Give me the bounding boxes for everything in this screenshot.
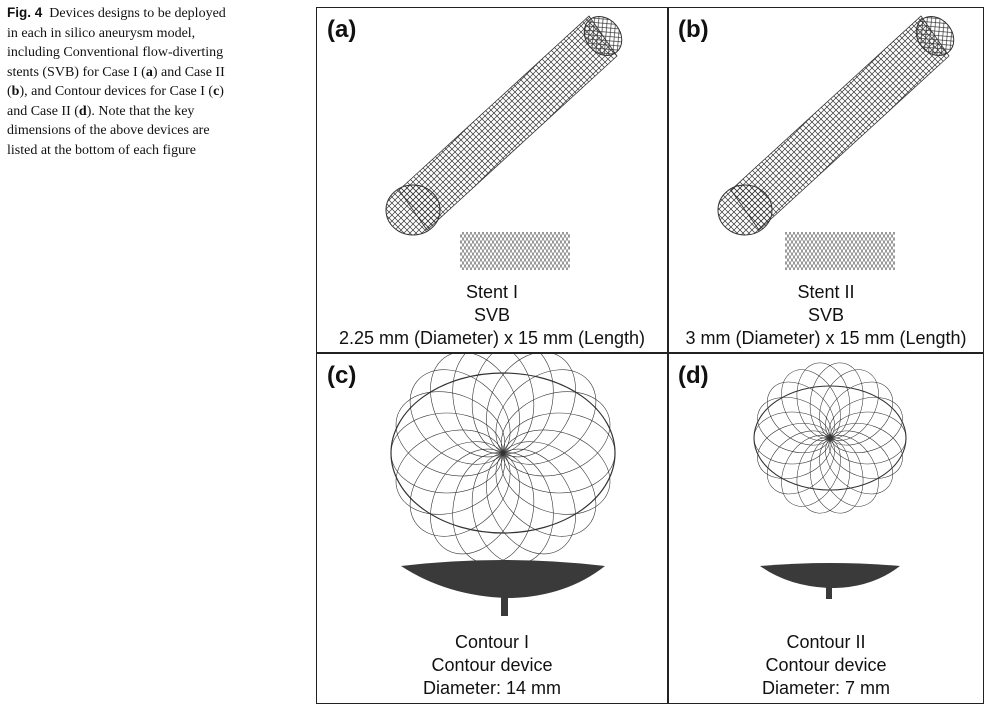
contour-top-view: [390, 354, 616, 565]
device-dimensions: Diameter: 14 mm: [422, 678, 562, 698]
device-type: Contour device: [765, 655, 887, 675]
panel-label-a: (a): [327, 16, 357, 43]
contour-ii-illustration: [753, 362, 907, 599]
caption-text-4: ) and Case II (: [7, 84, 224, 119]
stent-cylinder: [385, 15, 623, 236]
contour-top-view: [753, 362, 907, 514]
device-name: Contour II: [786, 632, 866, 652]
contour-side-view: [401, 560, 605, 616]
panel-b: (b) Stent II SVB 3 mm (Diameter) x 15 mm…: [668, 8, 984, 352]
stent-flat-pattern: [785, 232, 895, 270]
panel-label-d: (d): [678, 362, 709, 389]
panel-label-c: (c): [327, 362, 357, 389]
caption-text-2: ) and Case II (: [7, 64, 225, 100]
caption-text-1: Devices designs to be deployed in each i…: [7, 6, 226, 80]
device-dimensions: Diameter: 7 mm: [761, 678, 891, 698]
panel-d-caption: Contour II Contour device Diameter: 7 mm: [668, 631, 984, 700]
device-type: SVB: [807, 305, 845, 325]
caption-bold-d: d: [78, 103, 87, 119]
stent-ii-illustration: [717, 15, 955, 270]
caption-text-3: ), and Contour devices for Case I (: [19, 84, 214, 99]
panel-c-caption: Contour I Contour device Diameter: 14 mm: [317, 631, 667, 700]
panel-d: (d) Contour II Contour device Diameter: …: [668, 354, 984, 703]
device-name: Stent I: [465, 282, 519, 302]
stent-i-illustration: [385, 15, 623, 270]
panel-a: (a) Stent I SVB 2.25 mm (Diameter) x 15 …: [317, 8, 667, 352]
panel-a-caption: Stent I SVB 2.25 mm (Diameter) x 15 mm (…: [317, 281, 667, 350]
figure-label: Fig. 4: [7, 5, 43, 20]
device-name: Stent II: [797, 282, 855, 302]
device-dimensions: 3 mm (Diameter) x 15 mm (Length): [685, 328, 967, 348]
stent-flat-pattern: [460, 232, 570, 270]
panel-b-caption: Stent II SVB 3 mm (Diameter) x 15 mm (Le…: [668, 281, 984, 350]
device-type: SVB: [473, 305, 511, 325]
caption-bold-c: c: [213, 84, 220, 99]
panel-c: (c) Contour I Contour device Diameter: 1…: [317, 354, 667, 703]
device-dimensions: 2.25 mm (Diameter) x 15 mm (Length): [338, 328, 646, 348]
caption-bold-a: a: [145, 64, 153, 80]
figure-caption: Fig. 4 Devices designs to be deployed in…: [7, 3, 232, 160]
caption-text-5: ). Note that the key dimensions of the a…: [7, 103, 210, 158]
horizontal-divider: [317, 352, 983, 354]
contour-i-illustration: [390, 354, 616, 616]
panel-label-b: (b): [678, 16, 709, 43]
stent-cylinder: [717, 15, 955, 236]
caption-bold-b: b: [11, 84, 20, 99]
contour-side-view: [760, 563, 900, 599]
device-name: Contour I: [454, 632, 530, 652]
vertical-divider: [667, 8, 669, 703]
figure-grid: (a) Stent I SVB 2.25 mm (Diameter) x 15 …: [316, 7, 984, 704]
device-type: Contour device: [431, 655, 553, 675]
